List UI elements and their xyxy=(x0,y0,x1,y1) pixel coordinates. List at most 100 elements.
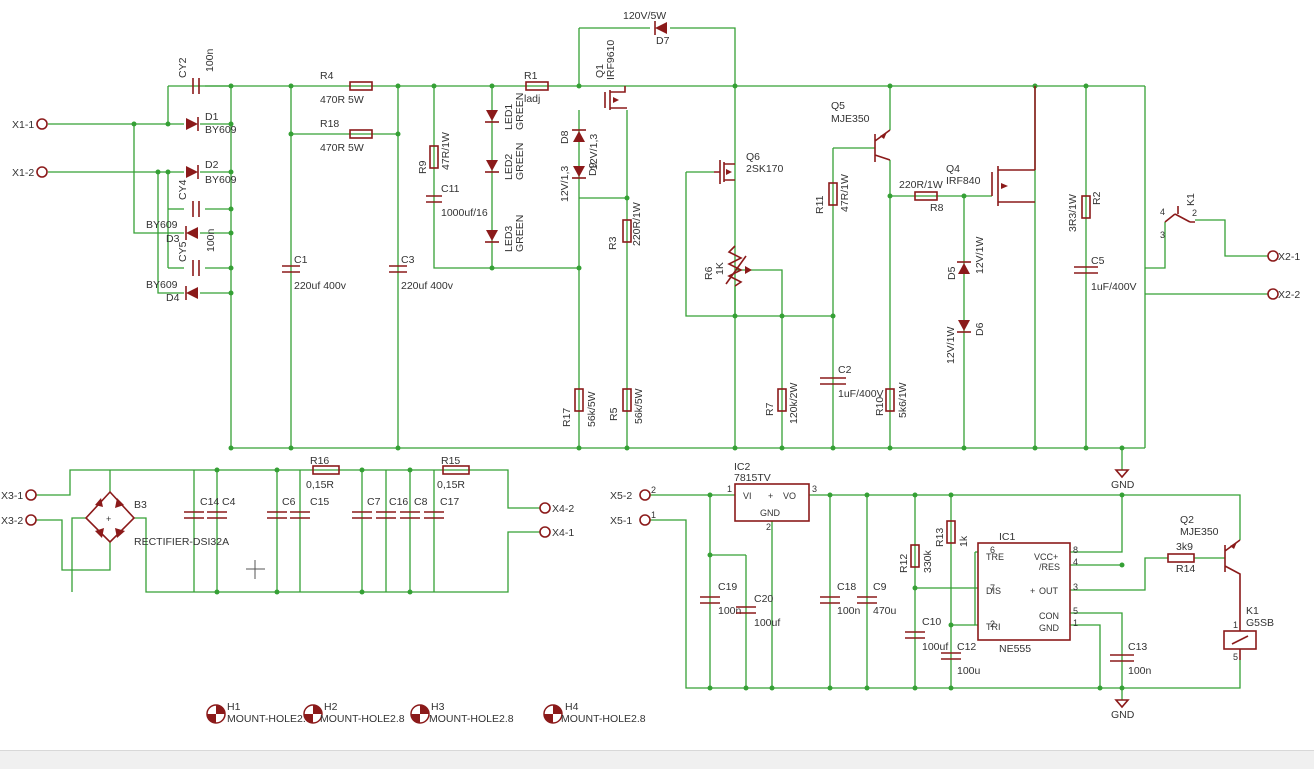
mosfet-q1[interactable]: Q1 IRF9610 xyxy=(594,40,627,110)
mount-hole-h1[interactable]: H1 MOUNT-HOLE2.8 xyxy=(206,701,312,725)
diode-d3[interactable]: BY609 D3 xyxy=(146,219,198,245)
capacitor-c15[interactable]: C15 xyxy=(290,496,329,519)
part-value: RECTIFIER-DSI32A xyxy=(134,536,229,548)
led-led3[interactable]: LED3 GREEN xyxy=(485,215,526,252)
resistor-r2[interactable]: 3R3/1W R2 xyxy=(1067,191,1103,232)
connector-x5-2[interactable]: X5-2 2 xyxy=(610,485,656,502)
resistor-r8[interactable]: 220R/1W R8 xyxy=(899,179,944,214)
capacitor-c2[interactable]: C2 1uF/400V xyxy=(820,364,884,400)
capacitor-cy5[interactable]: CY5 100n xyxy=(177,228,217,276)
connector-label: X1-1 xyxy=(12,119,34,131)
resistor-r1[interactable]: R1 ladj xyxy=(524,70,549,105)
resistor-r5[interactable]: R5 56k/5W xyxy=(608,388,645,424)
connector-x2-1[interactable]: X2-1 xyxy=(1267,250,1300,263)
timer-ic1[interactable]: IC1 NE555 TRE DIS TRI VCC+ /RES + OUT CO… xyxy=(977,531,1078,655)
capacitor-c12[interactable]: C12 100u xyxy=(941,641,981,677)
bjt-q2[interactable]: Q2 MJE350 xyxy=(1180,514,1241,610)
bridge-rectifier-b3[interactable]: + B3 RECTIFIER-DSI32A xyxy=(84,490,229,548)
part-name: D2 xyxy=(205,159,219,171)
capacitor-cy4[interactable]: CY4 xyxy=(177,179,200,217)
resistor-r13[interactable]: R13 1k xyxy=(934,520,970,547)
capacitor-c13[interactable]: C13 100n xyxy=(1110,641,1152,677)
part-name: R16 xyxy=(310,455,329,467)
zener-d5[interactable]: D5 12V/1W xyxy=(946,237,986,280)
zener-d9[interactable]: 12V/1,3 D9 xyxy=(559,162,599,202)
bottom-left-wires xyxy=(36,469,540,593)
capacitor-c19[interactable]: C19 100n xyxy=(700,581,742,617)
capacitor-cy2[interactable]: CY2 100n xyxy=(177,48,216,94)
capacitor-c9[interactable]: C9 470u xyxy=(857,581,897,617)
relay-contact-k1[interactable]: 4 3 2 K1 xyxy=(1160,193,1197,240)
diode-d4[interactable]: BY609 D4 xyxy=(146,279,198,304)
part-name: R9 xyxy=(417,160,429,174)
part-name: R1 xyxy=(524,70,538,82)
resistor-r17[interactable]: R17 56k/5W xyxy=(561,388,598,427)
led-led2[interactable]: LED2 GREEN xyxy=(485,143,526,180)
capacitor-c20[interactable]: C20 100uf xyxy=(736,593,780,629)
led-led1[interactable]: LED1 GREEN xyxy=(485,93,526,130)
part-name: D5 xyxy=(946,266,958,280)
capacitor-c4[interactable]: C4 xyxy=(207,496,236,519)
resistor-r3[interactable]: R3 220R/1W xyxy=(607,202,643,250)
part-value: 100uf xyxy=(922,641,948,653)
part-name: R13 xyxy=(934,528,946,547)
part-name: C19 xyxy=(718,581,737,593)
mount-hole-h3[interactable]: H3 MOUNT-HOLE2.8 xyxy=(410,701,514,725)
connector-label: X5-2 xyxy=(610,490,632,502)
connector-label: X4-2 xyxy=(552,503,574,515)
zener-d8[interactable]: D8 12V/1,3 xyxy=(559,129,600,170)
capacitor-c8[interactable]: C8 xyxy=(400,496,428,519)
part-name: K1 xyxy=(1185,193,1197,206)
connector-x2-2[interactable]: X2-2 xyxy=(1267,288,1300,301)
capacitor-c6[interactable]: C6 xyxy=(267,496,296,519)
capacitor-c7[interactable]: C7 xyxy=(352,496,381,519)
part-name: C5 xyxy=(1091,255,1105,267)
pin-number: 1 xyxy=(1073,618,1078,628)
connector-x5-1[interactable]: X5-1 1 xyxy=(610,510,656,527)
pin-label: CON xyxy=(1039,611,1059,621)
resistor-r12[interactable]: R12 330k xyxy=(898,544,934,573)
resistor-r18[interactable]: R18 470R 5W xyxy=(320,118,373,154)
zener-d6[interactable]: 12V/1W D6 xyxy=(945,320,986,364)
mount-hole-h2[interactable]: H2 MOUNT-HOLE2.8 xyxy=(303,701,405,725)
capacitor-c10[interactable]: C10 100uf xyxy=(905,616,948,653)
connector-x3-1[interactable]: X3-1 xyxy=(1,489,37,502)
capacitor-c14[interactable]: C14 xyxy=(184,496,219,519)
part-name: R7 xyxy=(764,402,776,416)
relay-coil-k1[interactable]: K1 G5SB 1 5 xyxy=(1223,605,1274,662)
capacitor-c18[interactable]: C18 100n xyxy=(820,581,861,617)
regulator-ic2[interactable]: IC2 7815TV VI + VO GND 1 3 2 xyxy=(727,461,817,532)
resistor-r15[interactable]: R15 0,15R xyxy=(437,455,470,491)
resistor-r11[interactable]: R11 47R/1W xyxy=(814,174,851,214)
diode-d1[interactable]: D1 BY609 xyxy=(186,111,237,136)
part-name: D1 xyxy=(205,111,219,123)
part-name: C10 xyxy=(922,616,941,628)
bjt-q5[interactable]: Q5 MJE350 xyxy=(831,100,891,162)
capacitor-c17[interactable]: C17 xyxy=(424,496,459,519)
capacitor-c5[interactable]: C5 1uF/400V xyxy=(1074,255,1137,293)
part-value: GREEN xyxy=(514,215,526,252)
capacitor-c3[interactable]: C3 220uf 400v xyxy=(389,254,454,292)
mosfet-q4[interactable]: Q4 IRF840 xyxy=(946,86,1036,206)
resistor-r9[interactable]: R9 47R/1W xyxy=(417,132,452,174)
jfet-q6[interactable]: Q6 2SK170 xyxy=(714,151,784,184)
resistor-r4[interactable]: R4 470R 5W xyxy=(320,70,373,106)
potentiometer-r6[interactable]: R6 1K xyxy=(703,245,752,287)
resistor-r14[interactable]: 3k9 R14 xyxy=(1167,541,1195,575)
resistor-r10[interactable]: R10 5k6/1W xyxy=(874,382,909,418)
part-name: R15 xyxy=(441,455,460,467)
connector-x1-2[interactable]: X1-2 xyxy=(12,166,48,179)
connector-x1-1[interactable]: X1-1 xyxy=(12,118,48,131)
diode-d7[interactable]: 120V/5W D7 xyxy=(623,10,670,47)
resistor-r16[interactable]: R16 0,15R xyxy=(306,455,340,491)
diode-d2[interactable]: D2 BY609 xyxy=(186,159,237,186)
connector-x4-2[interactable]: X4-2 xyxy=(539,502,574,515)
connector-x3-2[interactable]: X3-2 xyxy=(1,514,37,527)
connector-label: X2-2 xyxy=(1278,289,1300,301)
capacitor-c1[interactable]: C1 220uf 400v xyxy=(282,254,347,292)
connector-x4-1[interactable]: X4-1 xyxy=(539,526,574,539)
capacitor-c11[interactable]: C11 1000uf/16 xyxy=(426,183,488,219)
mount-hole-h4[interactable]: H4 MOUNT-HOLE2.8 xyxy=(543,701,646,725)
resistor-r7[interactable]: R7 120k/2W xyxy=(764,382,800,424)
capacitor-c16[interactable]: C16 xyxy=(376,496,408,519)
